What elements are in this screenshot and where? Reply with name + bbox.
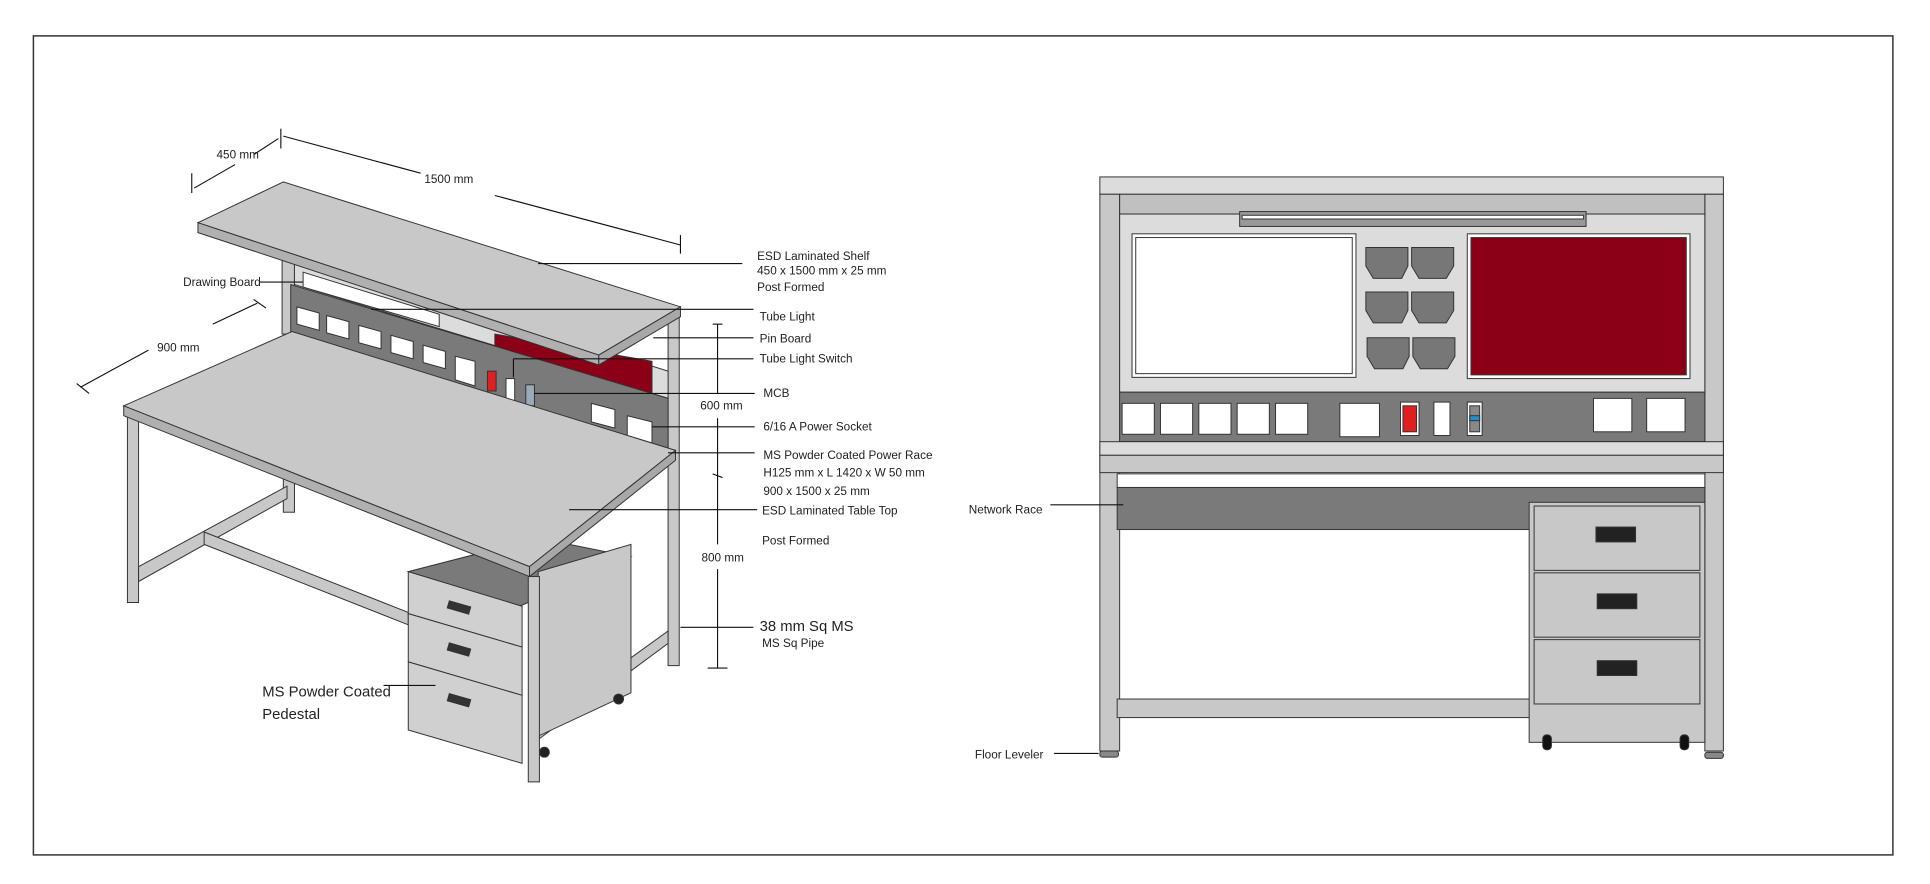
power-socket bbox=[1236, 402, 1270, 435]
label-table-post: Post Formed bbox=[762, 534, 829, 547]
power-socket bbox=[390, 334, 414, 360]
drawing-board bbox=[1131, 233, 1357, 378]
label-shelf: ESD Laminated Shelf bbox=[757, 250, 870, 263]
network-race-top bbox=[1116, 473, 1706, 488]
front-leader-lines bbox=[1050, 504, 1124, 755]
dim-900: 900 mm bbox=[157, 341, 200, 354]
power-socket bbox=[1121, 402, 1155, 435]
power-socket bbox=[1159, 402, 1194, 435]
bottom-stretcher bbox=[1116, 698, 1533, 719]
label-pin-board: Pin Board bbox=[760, 333, 812, 346]
power-socket bbox=[454, 355, 476, 387]
indicator-switch-red bbox=[486, 370, 497, 392]
storage-bin bbox=[1411, 291, 1455, 324]
storage-bin bbox=[1365, 291, 1409, 324]
indicator-switch-red-rocker bbox=[1402, 405, 1418, 433]
label-power-race-size: H125 mm x L 1420 x W 50 mm bbox=[763, 466, 925, 479]
isometric-view bbox=[122, 181, 682, 783]
floor-leveler bbox=[1099, 750, 1119, 758]
storage-bin bbox=[1366, 337, 1410, 370]
label-table-size: 900 x 1500 x 25 mm bbox=[763, 485, 870, 498]
pedestal-drawer bbox=[407, 661, 523, 765]
table-side-edge bbox=[529, 449, 676, 578]
caster-wheel bbox=[538, 746, 550, 758]
pin-board-surface bbox=[1470, 237, 1687, 376]
front-left-leg bbox=[126, 415, 140, 604]
drawer-handle bbox=[446, 642, 472, 657]
caster-wheel bbox=[613, 693, 625, 705]
label-pedestal-2: Pedestal bbox=[262, 707, 320, 723]
front-view bbox=[1099, 176, 1724, 759]
storage-bin bbox=[1411, 246, 1455, 279]
storage-bin bbox=[1365, 246, 1409, 279]
label-pipe: 38 mm Sq MS bbox=[760, 619, 854, 635]
tube-light-switch bbox=[505, 378, 516, 402]
label-power-socket: 6/16 A Power Socket bbox=[763, 421, 872, 434]
dim-600: 600 mm bbox=[700, 400, 743, 413]
label-tube-light: Tube Light bbox=[760, 310, 816, 323]
power-socket bbox=[422, 344, 446, 370]
caster-wheel bbox=[1542, 734, 1552, 751]
caster-wheel bbox=[1679, 734, 1690, 751]
table-top bbox=[1099, 441, 1724, 456]
side-stretcher bbox=[138, 485, 288, 583]
storage-bins bbox=[1365, 246, 1456, 370]
drawer-handle bbox=[1596, 593, 1638, 610]
apron bbox=[1099, 454, 1724, 474]
drawer-handle bbox=[446, 693, 472, 708]
mcb bbox=[525, 384, 535, 407]
label-table-top: ESD Laminated Table Top bbox=[762, 505, 898, 518]
label-mcb: MCB bbox=[763, 387, 789, 400]
floor-leveler bbox=[1704, 751, 1724, 759]
mcb-toggle bbox=[1469, 415, 1481, 422]
drawing-board-border bbox=[1135, 237, 1353, 375]
dim-1500: 1500 mm bbox=[424, 173, 473, 186]
power-socket bbox=[1275, 402, 1309, 435]
label-floor-leveler: Floor Leveler bbox=[975, 748, 1044, 761]
power-socket bbox=[590, 402, 616, 429]
drawer-handle bbox=[1596, 660, 1638, 677]
power-socket bbox=[358, 324, 382, 350]
back-right-post bbox=[667, 308, 680, 667]
label-shelf-post: Post Formed bbox=[757, 281, 824, 294]
iso-labels: 450 mm 1500 mm 900 mm 600 mm 800 mm Draw… bbox=[157, 148, 933, 722]
dimension-lines bbox=[76, 128, 728, 669]
front-shelf bbox=[1099, 176, 1724, 195]
label-drawing-board: Drawing Board bbox=[183, 276, 261, 289]
shelf-side-edge bbox=[598, 305, 681, 366]
label-pedestal-1: MS Powder Coated bbox=[262, 685, 391, 701]
tube-light-glass bbox=[1241, 214, 1585, 220]
storage-bin bbox=[1412, 337, 1456, 370]
label-shelf-size: 450 x 1500 mm x 25 mm bbox=[757, 265, 887, 278]
drawer-handle bbox=[446, 600, 472, 615]
power-socket bbox=[296, 306, 320, 331]
power-socket bbox=[1592, 397, 1633, 433]
power-socket bbox=[1339, 402, 1380, 438]
power-socket bbox=[1198, 402, 1232, 435]
leader-lines bbox=[259, 262, 758, 686]
dim-800: 800 mm bbox=[701, 552, 744, 565]
label-network-race: Network Race bbox=[969, 503, 1043, 516]
power-socket bbox=[1646, 397, 1686, 433]
power-sockets bbox=[1121, 397, 1686, 438]
label-tube-switch: Tube Light Switch bbox=[760, 353, 853, 366]
dim-450: 450 mm bbox=[217, 148, 260, 161]
tube-light-switch bbox=[1433, 401, 1451, 436]
power-socket bbox=[326, 314, 350, 340]
label-pipe-sub: MS Sq Pipe bbox=[762, 637, 825, 650]
front-right-leg bbox=[527, 576, 540, 783]
top-rail bbox=[1119, 193, 1706, 215]
label-power-race: MS Powder Coated Power Race bbox=[763, 449, 933, 462]
drawer-handle bbox=[1595, 526, 1637, 543]
